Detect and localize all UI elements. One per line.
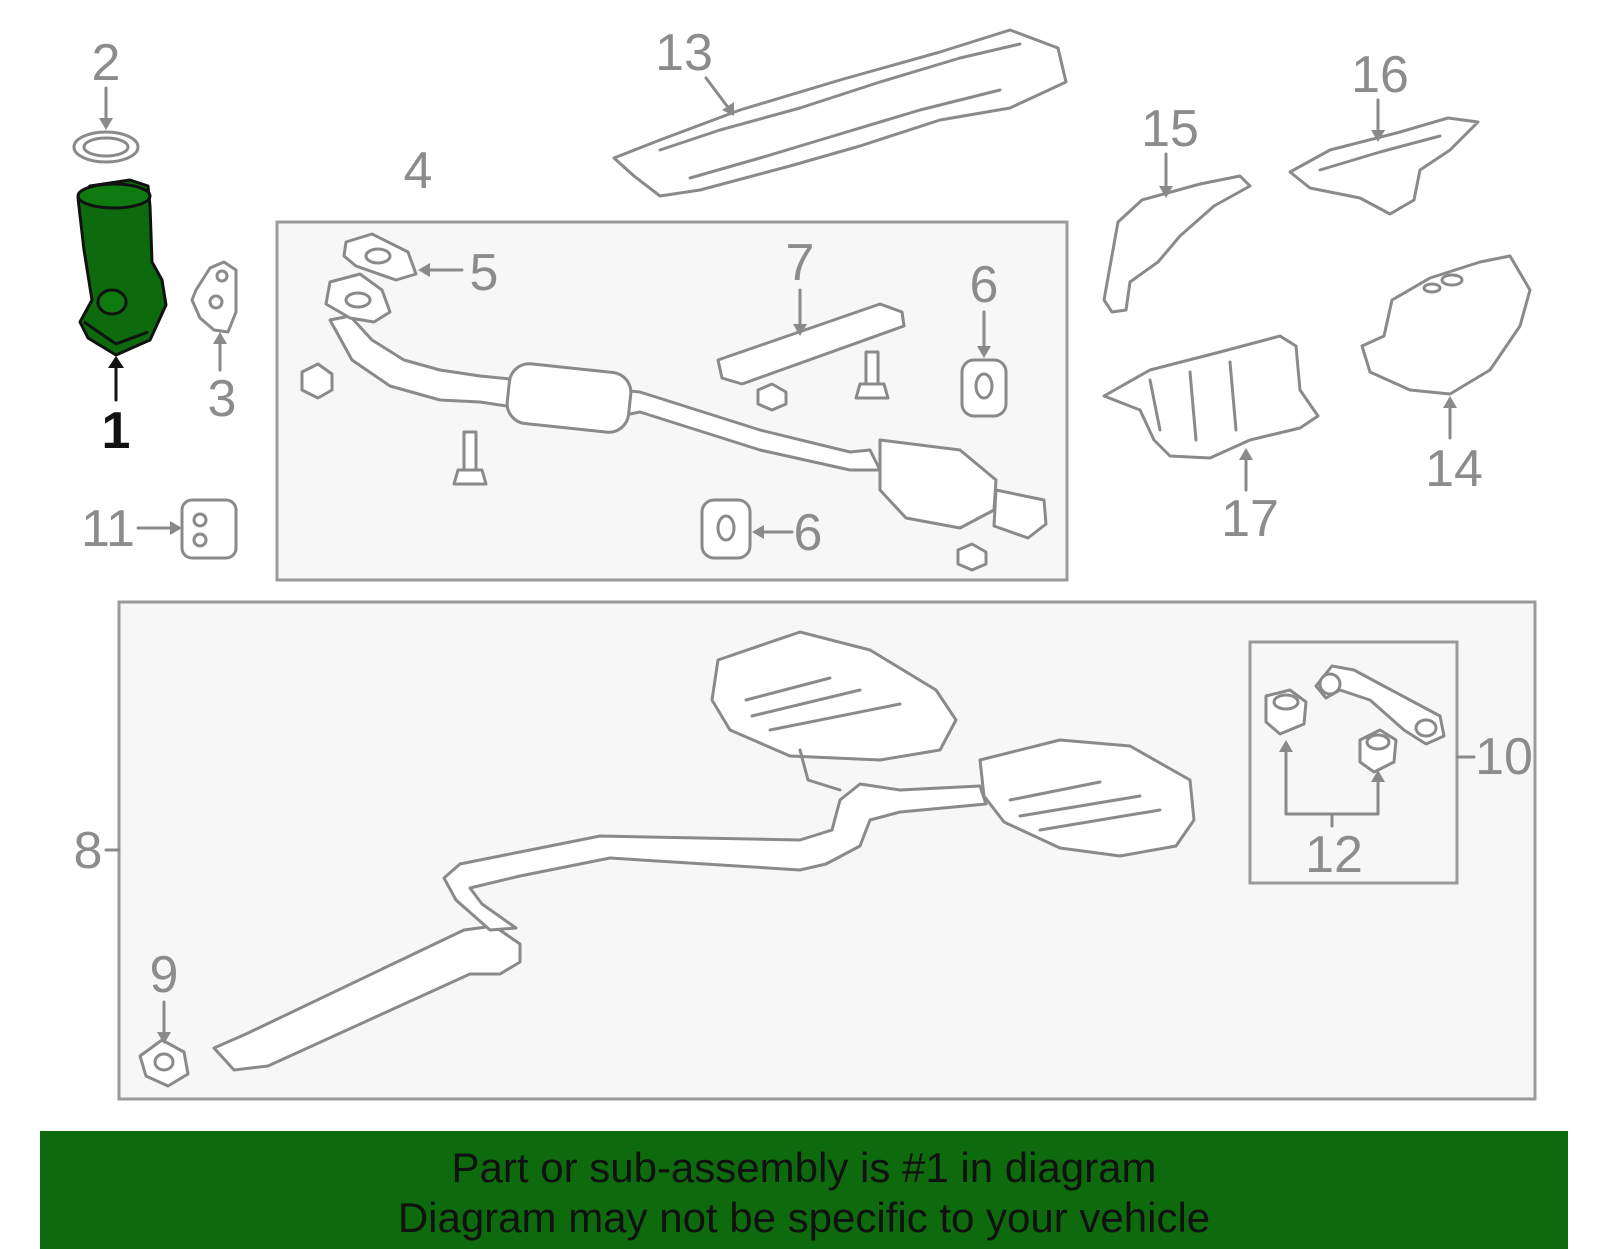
banner-line-2: Diagram may not be specific to your vehi… <box>397 1194 1211 1241</box>
callout-10: 10 <box>1475 728 1533 786</box>
fastener-bolt-1 <box>452 430 488 486</box>
callout-17: 17 <box>1221 490 1279 548</box>
part-6-hanger-lower[interactable] <box>700 498 752 560</box>
callout-2: 2 <box>92 34 121 92</box>
part-9-gasket[interactable] <box>138 1038 190 1088</box>
part-2-gasket[interactable] <box>72 130 140 164</box>
part-15-shield[interactable] <box>1102 174 1252 314</box>
callout-11: 11 <box>81 500 135 558</box>
part-17-heat-shield[interactable] <box>1102 334 1320 460</box>
part-4-front-pipe[interactable] <box>324 272 1048 540</box>
part-13-heat-shield[interactable] <box>612 28 1068 198</box>
callout-5: 5 <box>470 244 499 302</box>
part-14-heat-shield[interactable] <box>1360 254 1532 396</box>
callout-3: 3 <box>208 370 237 428</box>
callout-9: 9 <box>150 946 179 1004</box>
callout-13: 13 <box>655 24 713 82</box>
info-banner: Part or sub-assembly is #1 in diagram Di… <box>40 1131 1568 1249</box>
part-1-catalytic-converter[interactable] <box>76 178 168 357</box>
part-16-heat-shield[interactable] <box>1288 116 1480 216</box>
callout-8: 8 <box>74 822 103 880</box>
callout-6-upper: 6 <box>970 256 999 314</box>
callout-6-lower: 6 <box>794 504 823 562</box>
fastener-nut-3 <box>956 542 988 572</box>
callout-16: 16 <box>1351 46 1409 104</box>
callout-12: 12 <box>1305 826 1363 884</box>
part-8-rear-exhaust[interactable] <box>212 630 1196 1072</box>
banner-line-1: Part or sub-assembly is #1 in diagram <box>451 1144 1157 1191</box>
callout-1: 1 <box>102 402 131 460</box>
callout-4: 4 <box>404 142 433 200</box>
fastener-bolt-2 <box>854 350 890 400</box>
part-3-bracket[interactable] <box>190 260 238 334</box>
part-7-bracket[interactable] <box>716 302 906 386</box>
callout-15: 15 <box>1141 100 1199 158</box>
part-6-hanger-upper[interactable] <box>960 358 1008 418</box>
part-12-insulator-b[interactable] <box>1358 728 1398 774</box>
callout-14: 14 <box>1425 440 1483 498</box>
part-12-insulator-a[interactable] <box>1264 688 1308 736</box>
part-5-gasket[interactable] <box>342 232 418 282</box>
fastener-nut-1 <box>300 362 334 400</box>
callout-7: 7 <box>786 234 815 292</box>
fastener-nut-2 <box>756 382 788 412</box>
part-11-hanger[interactable] <box>180 498 238 560</box>
part-10-hanger-bracket[interactable] <box>1314 664 1446 746</box>
